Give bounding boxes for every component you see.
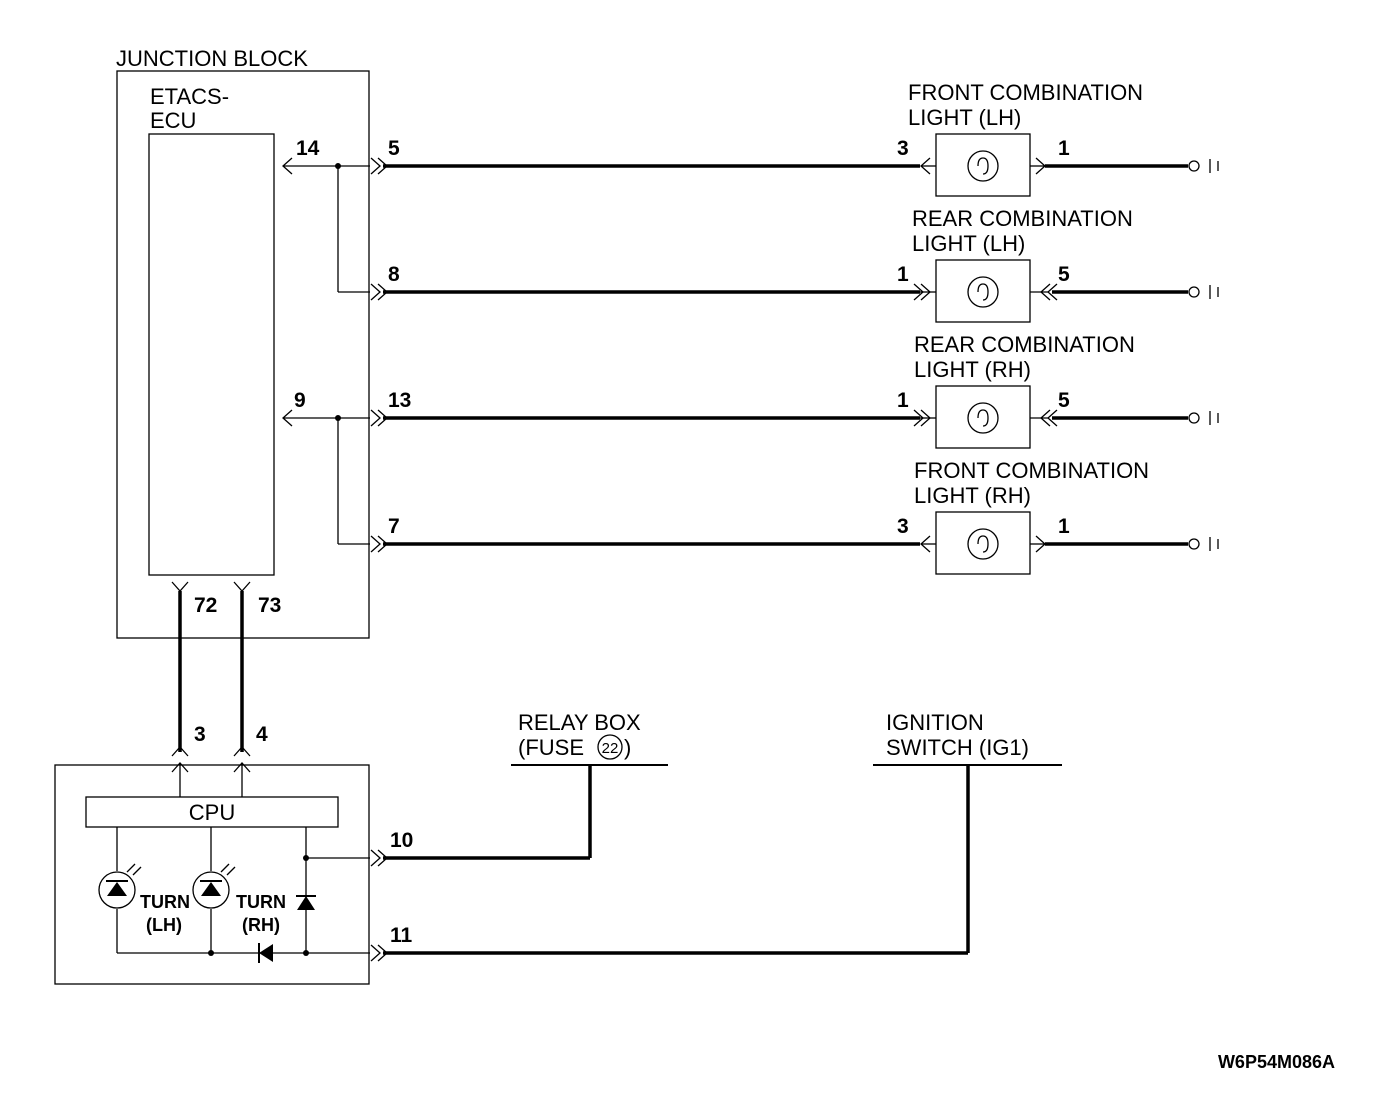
rear-combination-light-rh: REAR COMBINATION LIGHT (RH) 1 5 [897, 332, 1219, 449]
turn-lh-label-2: (LH) [146, 915, 182, 935]
combination-meter-box [54, 764, 370, 985]
relay-box-label-2-suffix: ) [624, 735, 631, 760]
etacs-ecu-label-line1: ETACS- [150, 84, 229, 109]
ecu-pin-72: 72 [194, 594, 217, 617]
svg-text:REAR COMBINATION: REAR COMBINATION [912, 206, 1133, 231]
junction-block-box [116, 70, 370, 639]
turn-rh-label-2: (RH) [242, 915, 280, 935]
svg-text:LIGHT (LH): LIGHT (LH) [908, 105, 1021, 130]
diode-horizontal-icon [258, 943, 273, 963]
diode-vertical-icon [296, 895, 316, 910]
svg-text:3: 3 [897, 515, 909, 538]
front-combination-light-rh: FRONT COMBINATION LIGHT (RH) 3 1 [897, 458, 1219, 575]
turn-lh-indicator-icon [98, 863, 142, 909]
cpu-label: CPU [189, 800, 235, 825]
ecu-pin-73: 73 [258, 594, 281, 617]
cpu-box [85, 796, 339, 828]
rear-combination-light-lh: REAR COMBINATION LIGHT (LH) 1 5 [897, 206, 1219, 323]
ignition-label-1: IGNITION [886, 710, 984, 735]
meter-pin-3: 3 [194, 723, 206, 746]
svg-text:REAR COMBINATION: REAR COMBINATION [914, 332, 1135, 357]
figure-code: W6P54M086A [1218, 1052, 1335, 1072]
ecu-pin-14: 14 [296, 137, 320, 160]
jb-pin-8: 8 [388, 263, 400, 286]
front-combination-light-lh: FRONT COMBINATION LIGHT (LH) 3 1 [897, 80, 1219, 197]
junction-block-title: JUNCTION BLOCK [116, 46, 308, 71]
etacs-ecu-box [148, 133, 275, 576]
meter-pin-4: 4 [256, 723, 268, 746]
splice-dot-14 [335, 163, 341, 169]
svg-text:1: 1 [1058, 515, 1070, 538]
fuse-number: 22 [602, 740, 619, 757]
ecu-pin-9: 9 [294, 389, 306, 412]
jb-pin-13: 13 [388, 389, 411, 412]
svg-text:FRONT COMBINATION: FRONT COMBINATION [908, 80, 1143, 105]
jb-pin-5: 5 [388, 137, 400, 160]
turn-rh-label-1: TURN [236, 892, 286, 912]
svg-text:LIGHT (LH): LIGHT (LH) [912, 231, 1025, 256]
etacs-ecu-label-line2: ECU [150, 108, 196, 133]
svg-text:3: 3 [897, 137, 909, 160]
splice-dot-9 [335, 415, 341, 421]
turn-lh-label-1: TURN [140, 892, 190, 912]
svg-text:5: 5 [1058, 263, 1070, 286]
svg-text:5: 5 [1058, 389, 1070, 412]
meter-pin-11: 11 [390, 924, 413, 947]
svg-text:LIGHT (RH): LIGHT (RH) [914, 357, 1031, 382]
svg-text:1: 1 [1058, 137, 1070, 160]
relay-box-label-2-prefix: (FUSE [518, 735, 584, 760]
jb-pin-7: 7 [388, 515, 400, 538]
svg-text:1: 1 [897, 263, 909, 286]
turn-rh-indicator-icon [192, 863, 236, 909]
svg-text:1: 1 [897, 389, 909, 412]
svg-text:LIGHT (RH): LIGHT (RH) [914, 483, 1031, 508]
ignition-label-2: SWITCH (IG1) [886, 735, 1029, 760]
relay-box-label-1: RELAY BOX [518, 710, 641, 735]
meter-pin-10: 10 [390, 829, 413, 852]
fuse-number-circle-icon [597, 734, 623, 760]
svg-text:FRONT COMBINATION: FRONT COMBINATION [914, 458, 1149, 483]
